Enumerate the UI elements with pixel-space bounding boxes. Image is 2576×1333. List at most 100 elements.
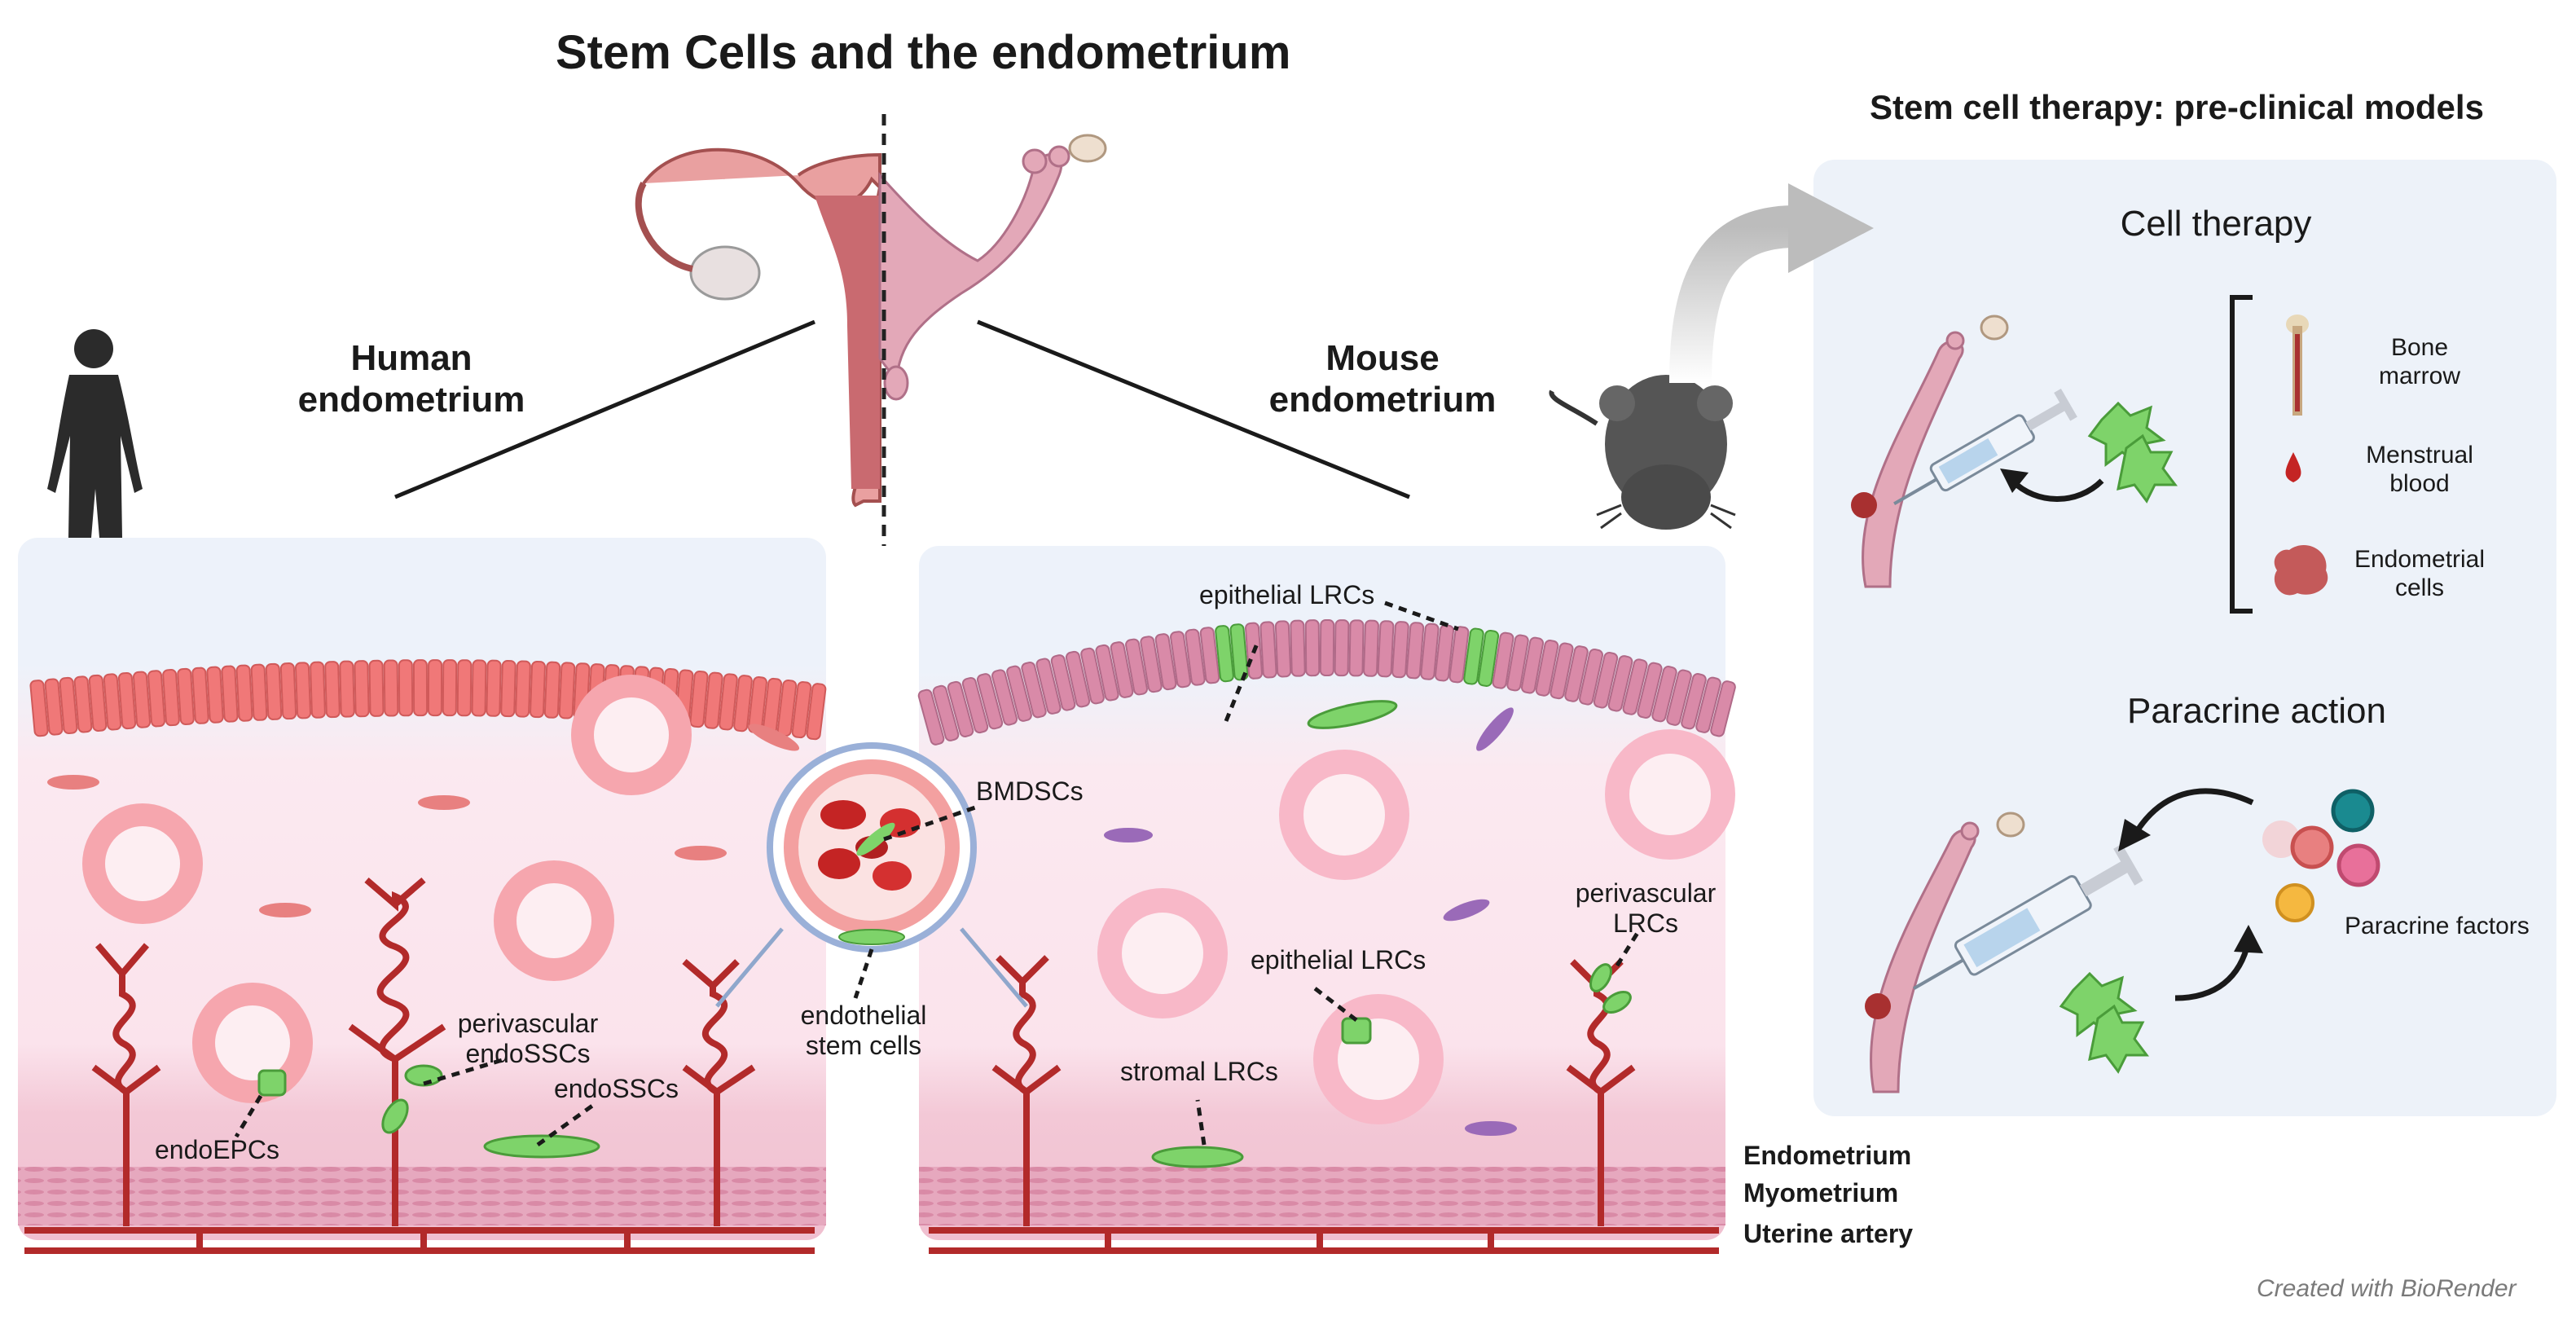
epithelial-cell	[719, 673, 738, 731]
epithelial-cell	[976, 673, 1004, 730]
epithelial-cell	[354, 660, 370, 718]
epithelial-cell	[398, 659, 414, 717]
epithelial-cell	[427, 659, 443, 717]
blood-drop-icon	[2285, 452, 2301, 482]
label-leader-lines	[234, 601, 1640, 1147]
epithelial-cell	[442, 659, 458, 717]
epithelial-cell	[44, 678, 64, 736]
paracrine-action-title: Paracrine action	[2127, 691, 2386, 731]
epithelial-cell	[558, 662, 576, 719]
epithelial-cell	[310, 661, 326, 719]
epithelial-cell	[471, 659, 487, 717]
epithelial-cell	[917, 688, 945, 746]
epithelial-cell	[221, 665, 239, 723]
epithelial-cell	[191, 666, 209, 724]
epithelial-cell	[1259, 621, 1277, 679]
epithelial-cell	[947, 680, 974, 737]
human-glands	[82, 675, 692, 1103]
mouse-glands	[1097, 729, 1735, 1124]
epithelial-cell	[339, 660, 355, 718]
epithelial-cell	[806, 683, 827, 741]
epithelial-cell	[29, 680, 49, 737]
epithelial-cell	[991, 669, 1018, 726]
epithelial-cell	[1095, 644, 1119, 702]
mouse-connector-line	[977, 319, 1410, 499]
layer-endometrium: Endometrium	[1743, 1141, 1912, 1170]
label-epithelial-lrcs-top: epithelial LRCs	[1199, 580, 1375, 609]
epithelial-cell	[1681, 673, 1707, 730]
epithelial-cell	[1391, 621, 1409, 679]
epithelial-cell	[1080, 647, 1105, 705]
label-endoepcs: endoEPCs	[155, 1135, 279, 1164]
human-connector-line	[394, 319, 815, 499]
epithelial-cell	[704, 671, 723, 729]
label-paracrine-factors: Paracrine factors	[2345, 913, 2530, 939]
epithelial-cell	[543, 661, 561, 719]
curved-arrow-upper-icon	[2010, 478, 2104, 502]
source-endometrial-cells: Endometrial cells	[2354, 546, 2486, 601]
epithelial-cell	[73, 675, 93, 733]
paracrine-factors-icon	[2262, 789, 2380, 922]
epithelial-cell	[1021, 662, 1047, 719]
cell-therapy-title: Cell therapy	[2120, 204, 2312, 244]
epithelial-cell	[147, 670, 165, 728]
epithelial-cell	[1535, 639, 1559, 697]
epithelial-cell	[1319, 618, 1335, 677]
epithelial-cell	[1348, 619, 1365, 677]
epithelial-cell	[1050, 654, 1076, 711]
therapy-section-title: Stem cell therapy: pre-clinical models	[1870, 88, 2484, 126]
epithelial-cell	[1334, 619, 1350, 677]
endometrial-cells-icon	[2274, 545, 2328, 596]
epithelial-cell	[117, 671, 137, 730]
syringe-lower-icon	[1913, 843, 2143, 990]
label-human-perivascular: perivascular endoSSCs	[457, 1009, 599, 1068]
stem-cells-lower-icon	[2059, 971, 2149, 1074]
source-bone-marrow: Bone marrow	[2378, 334, 2460, 389]
vessel-inset	[715, 742, 1028, 1008]
epithelial-cell	[1125, 638, 1148, 696]
epithelial-cell	[132, 671, 152, 728]
epithelial-cell	[1006, 665, 1032, 722]
epithelial-cell	[412, 659, 429, 717]
epithelial-cell	[486, 659, 502, 717]
curved-arrow-paracrine-to-uterus-icon	[2131, 788, 2254, 837]
epithelial-cell	[324, 661, 341, 719]
epithelial-cell	[1520, 636, 1545, 694]
label-mouse-perivascular: perivascular LRCs	[1575, 878, 1717, 938]
epithelial-cell	[206, 666, 224, 724]
epithelial-cell	[1506, 634, 1529, 692]
epithelial-cell	[1695, 676, 1721, 733]
epithelial-cell	[1607, 655, 1633, 712]
epithelial-cell	[500, 660, 517, 718]
bone-marrow-icon	[2286, 315, 2309, 416]
epithelial-cell	[1274, 620, 1292, 678]
label-bmdscs: BMDSCs	[976, 776, 1084, 806]
human-heading: Human endometrium	[297, 338, 525, 420]
epithelial-cell	[1110, 641, 1134, 698]
epithelial-cell	[1154, 633, 1177, 691]
epithelial-cell	[791, 681, 812, 739]
spiral-arteries	[24, 877, 1719, 1254]
epithelial-cell	[932, 684, 960, 741]
epithelial-cell	[689, 671, 709, 728]
epithelial-cell	[1170, 631, 1191, 688]
label-stromal-lrcs: stromal LRCs	[1120, 1057, 1278, 1086]
epithelial-cell	[383, 659, 399, 717]
epithelial-cell	[1405, 622, 1425, 680]
epithelial-cell	[1199, 627, 1220, 684]
epithelial-cell	[961, 676, 989, 734]
source-bracket	[2230, 295, 2253, 614]
epithelial-cell	[1290, 619, 1306, 677]
epithelial-cell	[515, 660, 531, 718]
epithelial-cell	[1710, 680, 1736, 737]
uterine-horn-upper-icon	[1851, 315, 2009, 588]
epithelial-cell	[1564, 645, 1589, 702]
epithelial-cell	[1622, 658, 1648, 715]
epithelial-cell	[1492, 631, 1514, 689]
epithelial-cell	[1477, 629, 1500, 687]
epithelial-cell	[1579, 649, 1603, 706]
mouse-heading: Mouse endometrium	[1268, 338, 1497, 420]
source-menstrual-blood: Menstrual blood	[2366, 442, 2473, 497]
stem-cells-upper-icon	[2087, 401, 2178, 504]
epithelial-cell	[59, 676, 78, 735]
